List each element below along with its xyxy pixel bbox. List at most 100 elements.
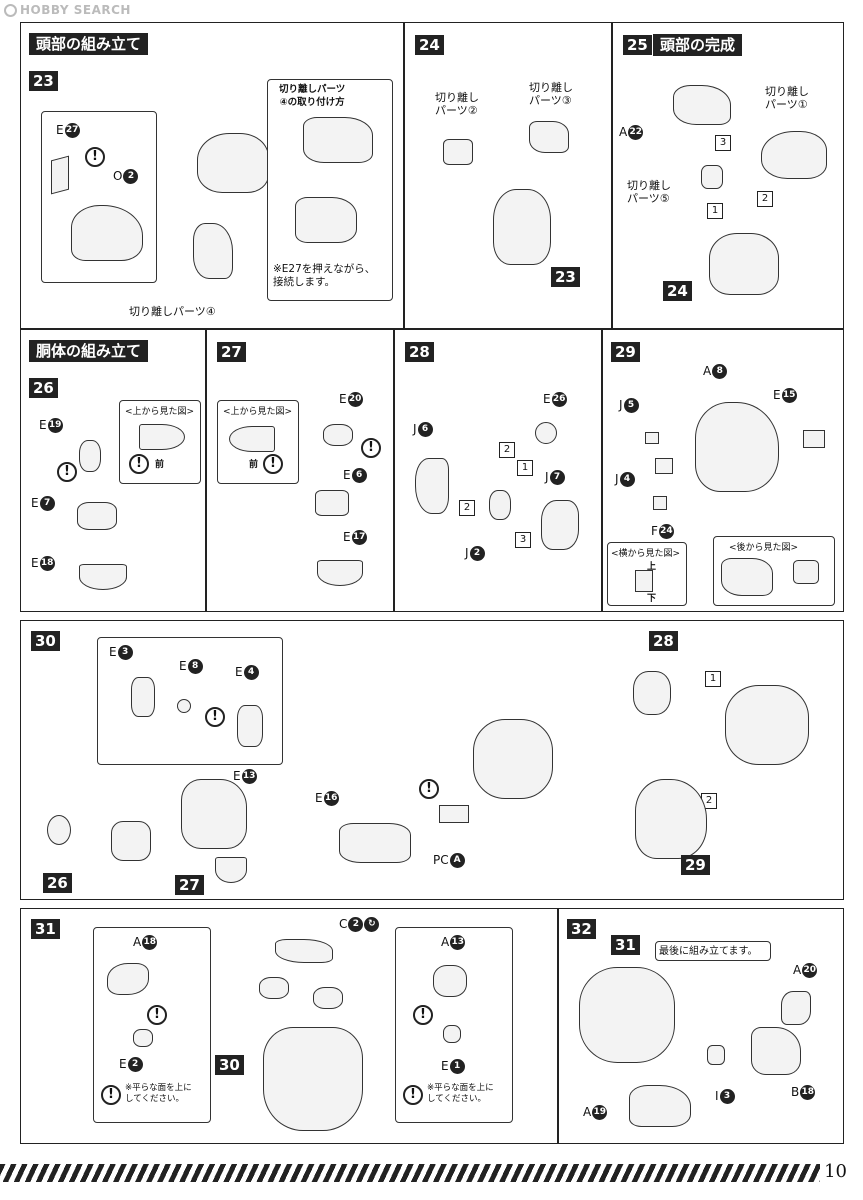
- part-c2-shape: [275, 939, 333, 963]
- part-j7-shape: [541, 500, 579, 550]
- reference-step-23: 23: [551, 267, 580, 287]
- step-number-30: 30: [31, 631, 60, 651]
- part-e6-shape: [315, 490, 349, 516]
- part-b18-shape: [751, 1027, 801, 1075]
- cut-part-1-shape: [761, 131, 827, 179]
- caution-icon: !: [403, 1085, 423, 1105]
- side-view-title: <横から見た図>: [611, 549, 681, 559]
- cut-part-4-label: 切り離しパーツ④: [129, 305, 216, 318]
- head-complete-shape: [709, 233, 779, 295]
- part-e27-shape: [51, 155, 69, 195]
- reference-step-26: 26: [43, 873, 72, 893]
- step-number-29: 29: [611, 342, 640, 362]
- cut-part-3-label: 切り離し パーツ③: [529, 81, 573, 107]
- panel-step-24: 24 切り離し パーツ② 切り離し パーツ③ 23: [404, 22, 612, 329]
- part-e20-shape: [323, 424, 353, 446]
- caution-icon: !: [147, 1005, 167, 1025]
- flip-icon: ↻: [364, 917, 380, 932]
- top-view-part-shape: [139, 424, 185, 450]
- part-e18-shape: [79, 564, 127, 590]
- cut-part-4-howto-title: 切り離しパーツ ④の取り付け方: [279, 84, 346, 108]
- assembly-step-1: 1: [517, 460, 533, 476]
- step-number-23: 23: [29, 71, 58, 91]
- assembly-step-3: 3: [515, 532, 531, 548]
- ref27-shape: [215, 857, 247, 883]
- cut-part-2-label: 切り離し パーツ②: [435, 91, 479, 117]
- part-o2-shape: [71, 205, 143, 261]
- part-e4-shape: [237, 705, 263, 747]
- ref26-shape: [47, 815, 71, 845]
- ref28-shape: [633, 671, 671, 715]
- flat-face-note: ※平らな面を上に してください。: [125, 1083, 192, 1104]
- cut-part-4-howto-box: [267, 79, 393, 301]
- part-j4-shape: [655, 458, 673, 474]
- flat-face-note: ※平らな面を上に してください。: [427, 1083, 494, 1104]
- top-view-part-shape: [229, 426, 275, 452]
- cut-part-5-shape: [701, 165, 723, 189]
- part-a20-shape: [781, 991, 811, 1025]
- part-e1-shape: [443, 1025, 461, 1043]
- step-number-24: 24: [415, 35, 444, 55]
- reference-step-27: 27: [175, 875, 204, 895]
- assembly-step-1: 1: [705, 671, 721, 687]
- caution-icon: !: [129, 454, 149, 474]
- caution-icon: !: [57, 462, 77, 482]
- cut-part-3-shape: [529, 121, 569, 153]
- part-e3-shape: [131, 677, 155, 717]
- torso-assembled-shape: [725, 685, 809, 765]
- hobbysearch-logo-icon: [4, 3, 17, 17]
- part-e15-shape: [803, 430, 825, 448]
- caution-icon: !: [419, 779, 439, 799]
- pc-a-shape: [439, 805, 469, 823]
- watermark-text: HOBBY SEARCH: [20, 3, 131, 17]
- reference-step-24: 24: [663, 281, 692, 301]
- torso-shape: [473, 719, 553, 799]
- howto-part-bottom-shape: [295, 197, 357, 243]
- step-number-25: 25: [623, 35, 652, 55]
- sub-right-shape: [313, 987, 343, 1009]
- up-label: 上: [647, 562, 657, 572]
- final-assembly-note-box: [655, 941, 771, 961]
- caution-icon: !: [85, 147, 105, 167]
- step-number-31: 31: [31, 919, 60, 939]
- caution-icon: !: [361, 438, 381, 458]
- part-e19-shape: [79, 440, 101, 472]
- front-label: 前: [155, 460, 165, 470]
- sub-left-shape: [259, 977, 289, 999]
- part-e2-shape: [133, 1029, 153, 1047]
- torso-30-shape: [263, 1027, 363, 1131]
- back-view-detail-shape: [793, 560, 819, 584]
- assembly-step-2b: 2: [459, 500, 475, 516]
- assembly-step-2: 2: [757, 191, 773, 207]
- part-f24-shape: [653, 496, 667, 510]
- cut-part-4-shape: [193, 223, 233, 279]
- page-number: 10: [824, 1161, 847, 1182]
- part-e7-shape: [77, 502, 117, 530]
- part-a18-shape: [107, 963, 149, 995]
